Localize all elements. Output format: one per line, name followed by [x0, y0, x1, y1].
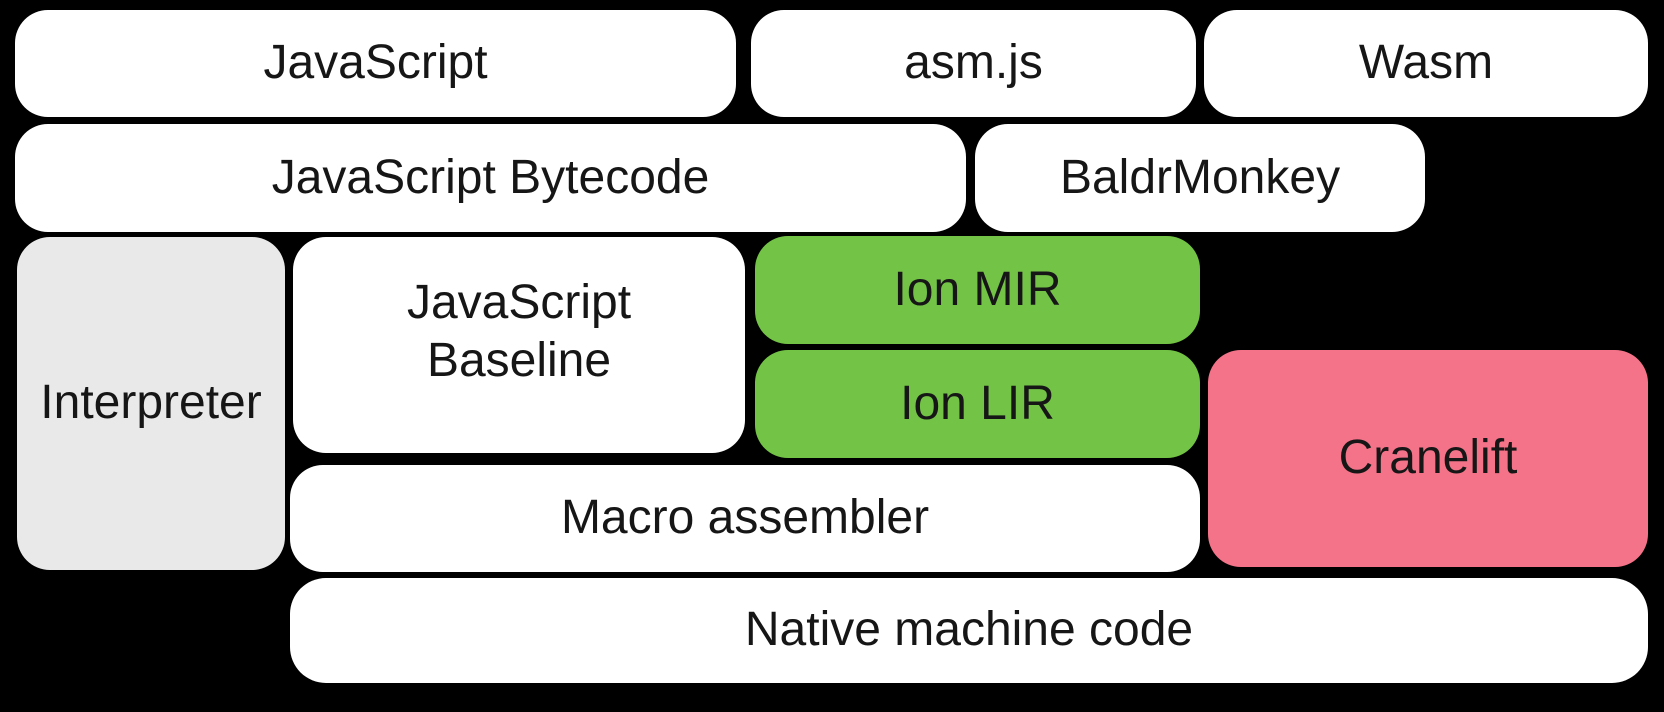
box-wasm: Wasm [1204, 10, 1648, 117]
box-javascript: JavaScript [15, 10, 736, 117]
box-asmjs: asm.js [751, 10, 1196, 117]
box-macro-assembler: Macro assembler [290, 465, 1200, 572]
box-native-machine-code: Native machine code [290, 578, 1648, 683]
box-interpreter: Interpreter [17, 237, 285, 570]
box-ion-lir: Ion LIR [755, 350, 1200, 458]
box-baldrmonkey: BaldrMonkey [975, 124, 1425, 232]
box-cranelift: Cranelift [1208, 350, 1648, 567]
box-ion-mir: Ion MIR [755, 236, 1200, 344]
box-javascript-baseline: JavaScript Baseline [293, 237, 745, 453]
box-javascript-bytecode: JavaScript Bytecode [15, 124, 966, 232]
